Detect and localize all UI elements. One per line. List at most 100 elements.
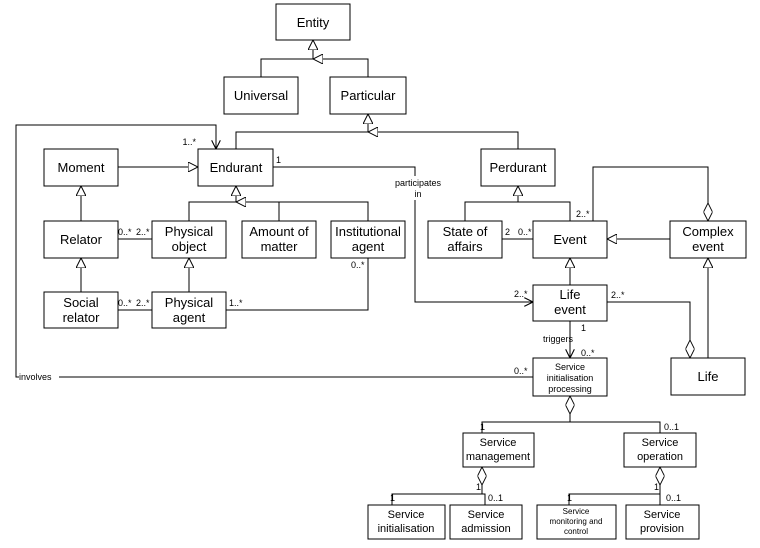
multiplicity-so-smc-side: 1 (654, 482, 659, 492)
class-particular[interactable]: Particular (329, 76, 407, 115)
class-complex-event[interactable]: Complex event (669, 220, 747, 259)
multiplicity-event-state: 0..* (518, 227, 532, 237)
class-physical-agent[interactable]: Physical agent (151, 291, 227, 329)
multiplicity-endurant-involves: 1..* (182, 137, 196, 147)
multiplicity-sp-part: 0..1 (666, 493, 681, 503)
class-name-line1: Service (644, 509, 681, 521)
participates-in-edge (273, 166, 533, 302)
multiplicity-sm-part: 1 (480, 422, 485, 432)
multiplicity-life-event-triggers: 1 (581, 323, 586, 333)
class-name-line3: control (564, 527, 588, 536)
sm-aggregates-sa-edge (482, 493, 486, 505)
class-social-relator[interactable]: Social relator (43, 291, 119, 329)
multiplicity-physical-agent-side: 1..* (229, 298, 243, 308)
multiplicity-state-of-affairs: 2 (505, 227, 510, 237)
multiplicity-sa-part: 0..1 (488, 493, 503, 503)
class-name-line2: initialisation (378, 523, 435, 535)
participates-in-label-bg (392, 176, 444, 200)
class-name: Entity (297, 15, 330, 30)
class-life[interactable]: Life (670, 357, 746, 396)
particular-is-a-entity-edge (313, 59, 369, 77)
physical-agent-institutional-agent-edge (226, 258, 369, 311)
class-name-line2: management (466, 451, 530, 463)
class-name-line1: Service (555, 362, 585, 372)
association-edges (15, 124, 570, 378)
class-name-line1: Life (560, 287, 581, 302)
endurant-is-a-particular-edge (235, 114, 368, 149)
class-name-line2: event (554, 302, 586, 317)
class-name-line1: Complex (682, 224, 734, 239)
class-name: Event (553, 232, 587, 247)
complex-event-aggregates-event-edge (592, 166, 708, 221)
class-name-line2: provision (640, 523, 684, 535)
class-event[interactable]: Event (532, 220, 608, 259)
sip-aggregates-sm-edge (481, 396, 570, 433)
multiplicity-sip-involves: 0..* (514, 366, 528, 376)
involves-label: involves (19, 372, 52, 382)
class-name-line1: Physical (165, 295, 214, 310)
class-amount-of-matter[interactable]: Amount of matter (241, 220, 317, 259)
class-service-management[interactable]: Service management (462, 432, 535, 468)
multiplicity-sip-triggered: 0..* (581, 348, 595, 358)
participates-in-label-line2: in (414, 189, 421, 199)
class-universal[interactable]: Universal (223, 76, 299, 115)
class-name-line2: admission (461, 523, 511, 535)
sm-aggregates-si-edge (391, 467, 482, 505)
multiplicity-so-part: 0..1 (664, 422, 679, 432)
class-service-initialisation-processing[interactable]: Service initialisation processing (532, 357, 608, 397)
class-name-line2: initialisation (547, 373, 594, 383)
sip-aggregates-so-edge (570, 421, 661, 433)
multiplicity-relator: 0..* (118, 227, 132, 237)
universal-is-a-entity-edge (260, 40, 313, 77)
multiplicity-endurant-participates: 1 (276, 155, 281, 165)
class-state-of-affairs[interactable]: State of affairs (427, 220, 503, 259)
involves-label-bg (19, 372, 59, 383)
class-name: Relator (60, 232, 103, 247)
class-name-line1: Social (63, 295, 99, 310)
class-name: Moment (58, 160, 105, 175)
class-name-line2: operation (637, 451, 683, 463)
class-name-line2: object (172, 239, 207, 254)
state-of-affairs-is-a-perdurant-edge (464, 186, 518, 221)
multiplicity-life-event-participates: 2..* (514, 289, 528, 299)
multiplicity-social-relator: 0..* (118, 298, 132, 308)
generalization-edges (81, 40, 670, 292)
class-physical-object[interactable]: Physical object (151, 220, 227, 259)
physical-object-is-a-endurant-edge (188, 186, 236, 221)
class-name-line3: processing (548, 384, 592, 394)
class-service-operation[interactable]: Service operation (623, 432, 697, 468)
class-perdurant[interactable]: Perdurant (480, 148, 556, 187)
class-endurant[interactable]: Endurant (197, 148, 274, 187)
so-aggregates-smc-edge (568, 467, 660, 505)
class-service-admission[interactable]: Service admission (449, 504, 523, 540)
perdurant-is-a-particular-edge (368, 132, 519, 149)
class-name-line1: Physical (165, 224, 214, 239)
class-name-line1: Service (642, 437, 679, 449)
class-name: Perdurant (489, 160, 546, 175)
institutional-agent-is-a-endurant-edge (279, 201, 369, 221)
event-is-a-perdurant-edge (518, 201, 571, 221)
class-relator[interactable]: Relator (43, 220, 119, 259)
class-moment[interactable]: Moment (43, 148, 119, 187)
class-entity[interactable]: Entity (275, 3, 351, 41)
class-name: Life (698, 369, 719, 384)
class-institutional-agent[interactable]: Institutional agent (330, 220, 406, 259)
class-name-line2: matter (261, 239, 299, 254)
class-service-provision[interactable]: Service provision (625, 504, 700, 540)
class-service-monitoring-and-control[interactable]: Service monitoring and control (536, 504, 617, 540)
class-name-line1: Service (480, 437, 517, 449)
triggers-label: triggers (543, 334, 574, 344)
multiplicity-institutional-agent-side: 0..* (351, 260, 365, 270)
class-name: Particular (341, 88, 397, 103)
class-service-initialisation[interactable]: Service initialisation (367, 504, 446, 540)
class-name-line2: relator (63, 310, 101, 325)
class-name-line2: agent (352, 239, 385, 254)
multiplicity-physical-object: 2..* (136, 227, 150, 237)
participates-in-label-line1: participates (395, 178, 442, 188)
class-name-line1: State of (443, 224, 488, 239)
multiplicity-si-part: 1 (390, 493, 395, 503)
multiplicity-physical-agent: 2..* (136, 298, 150, 308)
class-name-line2: event (692, 239, 724, 254)
class-life-event[interactable]: Life event (532, 284, 608, 322)
